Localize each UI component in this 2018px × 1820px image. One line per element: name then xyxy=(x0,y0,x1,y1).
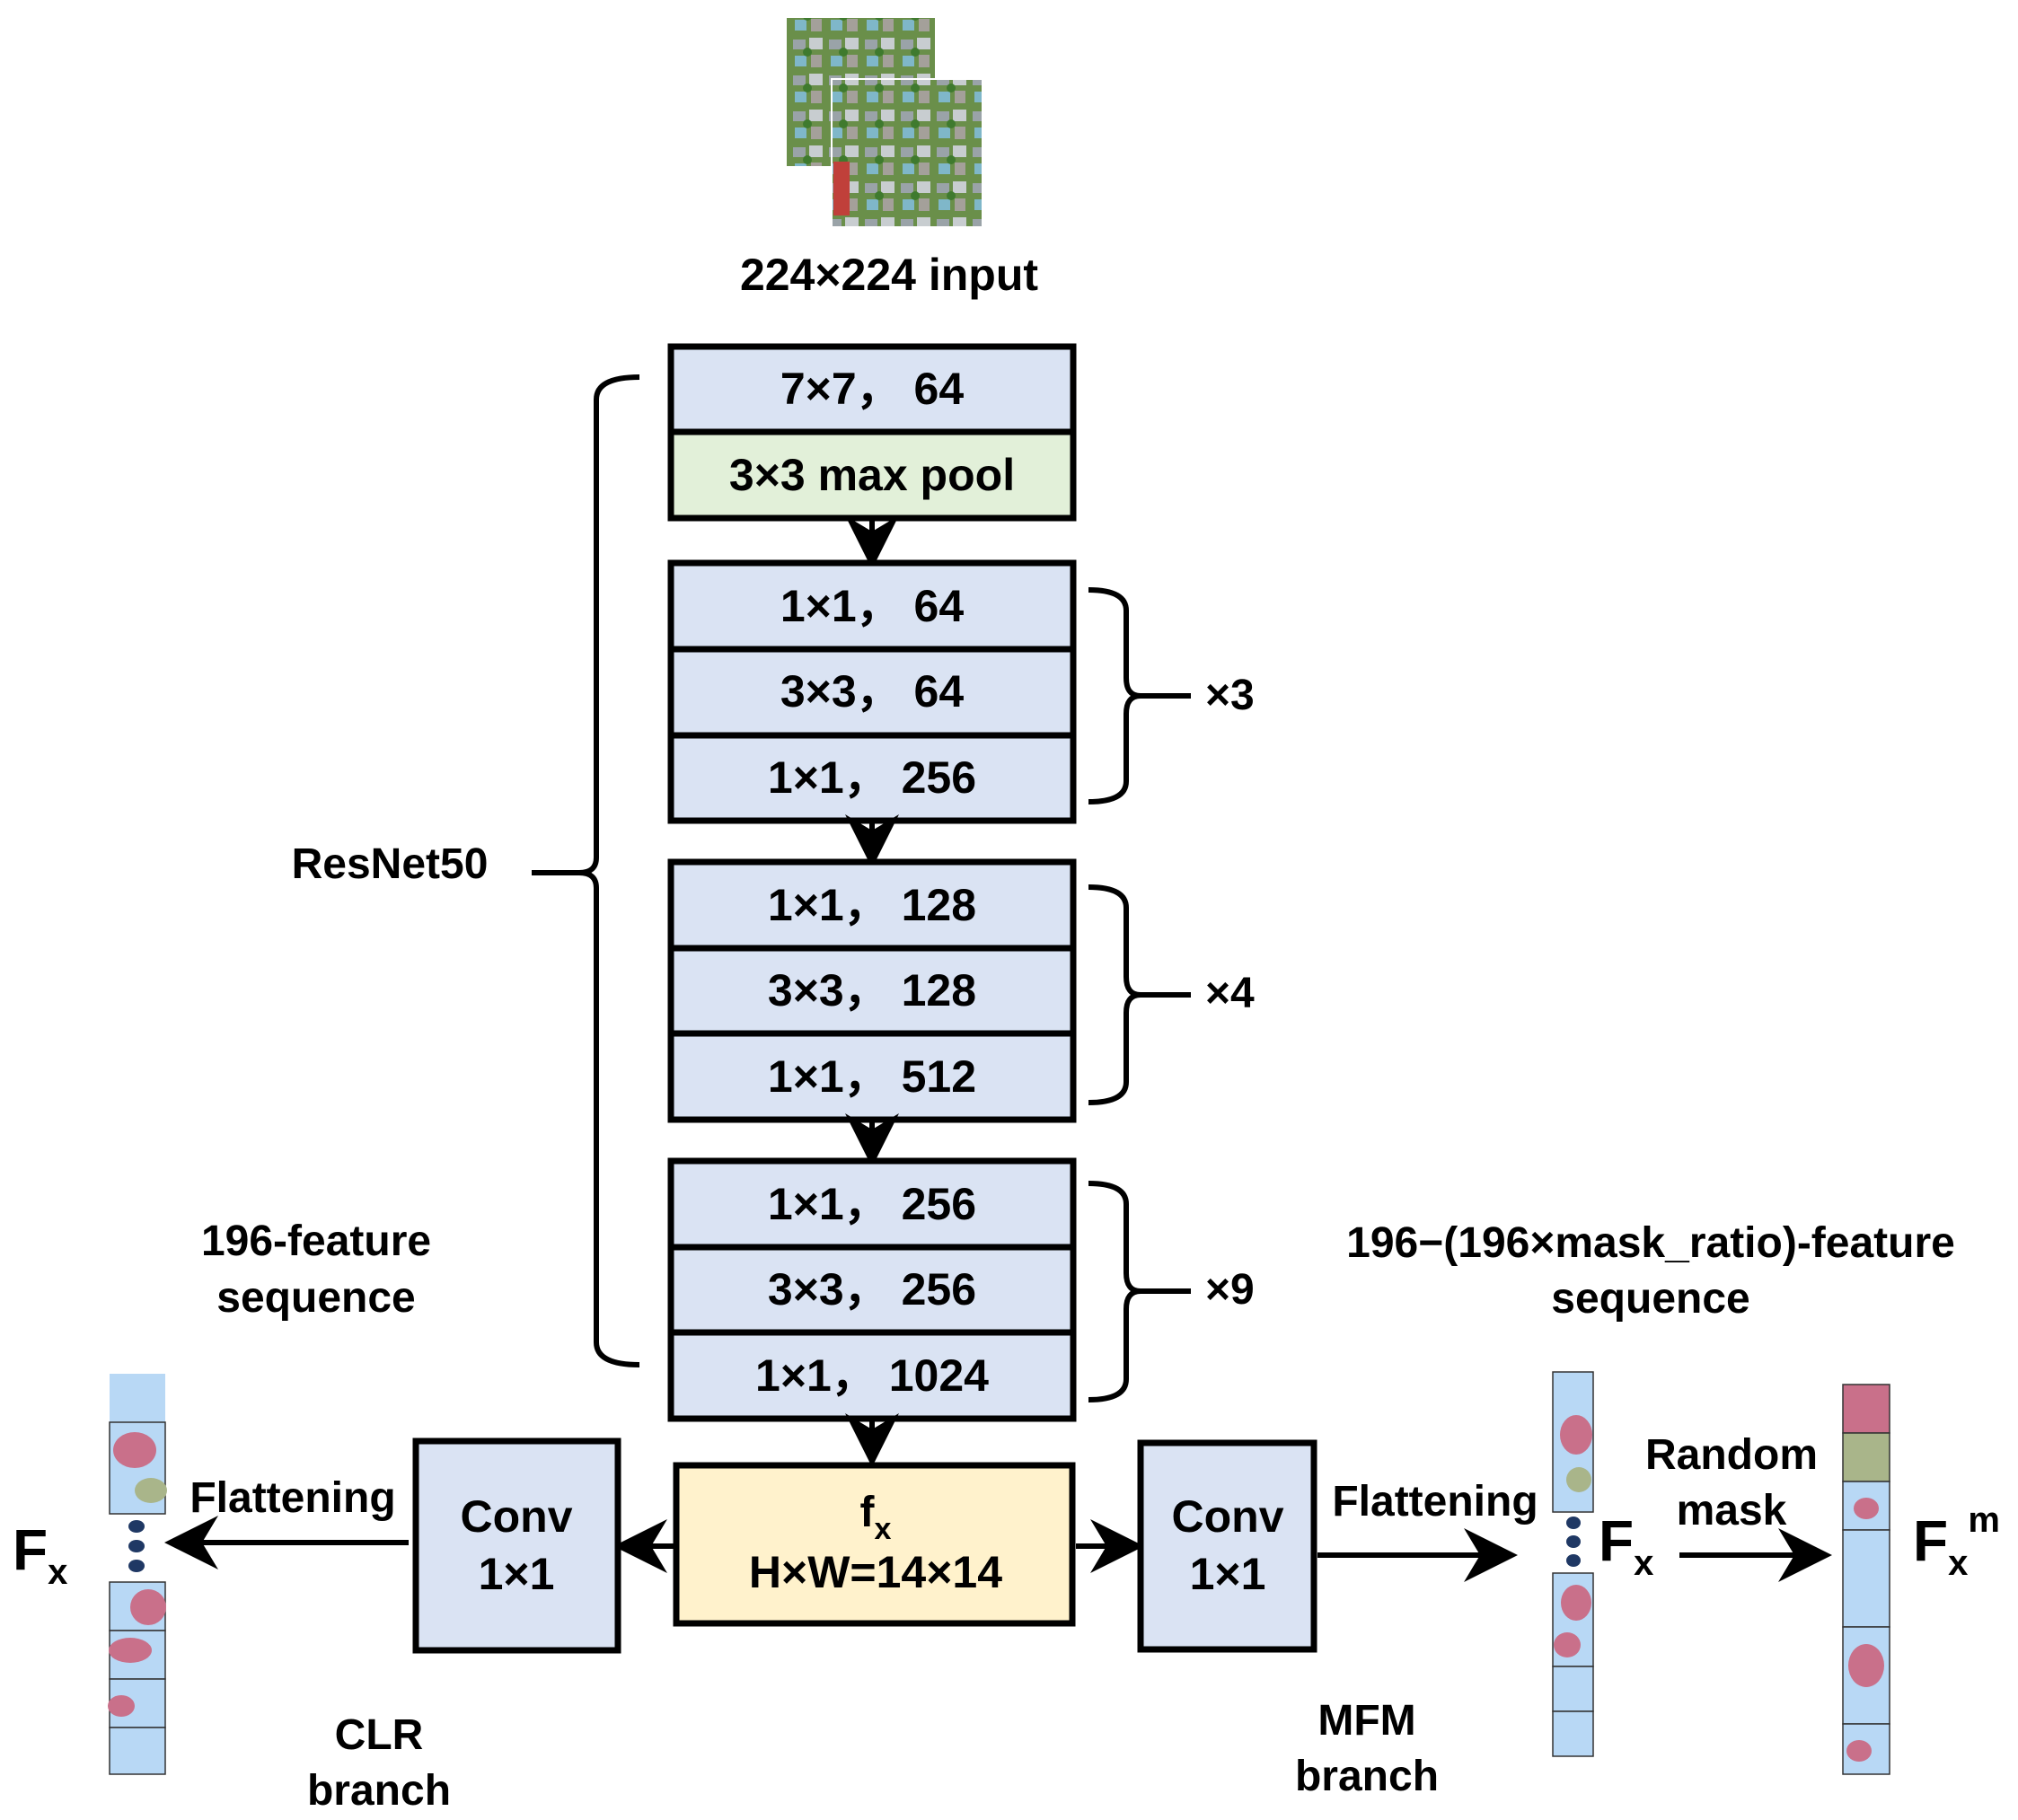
ellipsis-dots-icon xyxy=(1566,1517,1581,1567)
curly-brace-icon xyxy=(1088,1181,1141,1402)
stage-2-layer-3-label: 1×1， 512 xyxy=(768,1051,976,1102)
stage-1-layer-2-label: 3×3， 64 xyxy=(780,666,965,717)
stage-3-layer-2-label: 3×3， 256 xyxy=(768,1264,976,1314)
clr-sequence-line1: 196-feature xyxy=(201,1218,431,1265)
clr-token-column xyxy=(108,1374,167,1775)
input-image xyxy=(787,18,983,228)
stage-2-layer-3 xyxy=(667,1030,1077,1123)
clr-conv-block: Conv 1×1 xyxy=(412,1438,621,1654)
stage-3-layer-2 xyxy=(667,1244,1077,1336)
clr-output-symbol: Fx xyxy=(13,1517,67,1592)
mfm-branch-line1: MFM xyxy=(1317,1697,1415,1745)
stage-2-repeat: ×4 xyxy=(1205,970,1255,1017)
aerial-red-roof xyxy=(833,162,850,215)
token-patch xyxy=(1560,1415,1592,1455)
token-patch xyxy=(1566,1467,1591,1492)
feature-map-symbol: fx xyxy=(860,1489,892,1546)
stage-3-repeat: ×9 xyxy=(1205,1266,1255,1314)
stage-1-layer-1 xyxy=(667,559,1077,653)
token-patch xyxy=(109,1638,152,1663)
mfm-branch-line2: branch xyxy=(1295,1753,1439,1800)
feature-map-size: H×W=14×14 xyxy=(749,1547,1002,1597)
token xyxy=(1842,1432,1890,1482)
token xyxy=(1842,1384,1890,1434)
stage-3-layer-1-label: 1×1， 256 xyxy=(768,1179,976,1229)
masked-output-symbol: Fxm xyxy=(1913,1500,2000,1583)
max-pool-layer xyxy=(667,428,1077,522)
mfm-conv-line2: 1×1 xyxy=(1190,1549,1266,1599)
mfm-conv-line1: Conv xyxy=(1172,1491,1284,1542)
stage-2-layer-1 xyxy=(667,858,1077,952)
token xyxy=(1552,1710,1594,1757)
token-patch xyxy=(1848,1644,1884,1687)
token-patch xyxy=(1554,1632,1581,1657)
stage-3: 1×1， 256 3×3， 256 1×1， 1024 ×9 xyxy=(667,1157,1255,1422)
token xyxy=(1842,1529,1890,1628)
clr-conv-line2: 1×1 xyxy=(479,1549,555,1599)
stage-2: 1×1， 128 3×3， 128 1×1， 512 ×4 xyxy=(667,858,1255,1123)
stage-1-layer-3-label: 1×1， 256 xyxy=(768,752,976,803)
stem-conv-layer xyxy=(667,343,1077,435)
mask-line2: mask xyxy=(1677,1487,1787,1534)
token-patch xyxy=(1854,1498,1879,1519)
curly-brace-icon xyxy=(1088,884,1141,1105)
feature-map xyxy=(673,1462,1076,1627)
stem-conv-label: 7×7， 64 xyxy=(780,364,965,414)
backbone-label: ResNet50 xyxy=(292,840,489,888)
token-patch xyxy=(1846,1740,1872,1762)
stage-2-layer-2 xyxy=(667,945,1077,1037)
ellipsis-dots-icon xyxy=(128,1520,145,1572)
clr-conv xyxy=(412,1438,621,1654)
mfm-sequence-line1: 196−(196×mask_ratio)-feature xyxy=(1346,1219,1955,1267)
curly-brace-icon xyxy=(578,374,640,1367)
stage-1-layer-3 xyxy=(667,732,1077,824)
input-label: 224×224 input xyxy=(740,250,1038,300)
mfm-conv xyxy=(1137,1439,1317,1653)
masked-token-column xyxy=(1842,1384,1890,1775)
mfm-token-column xyxy=(1552,1371,1594,1757)
mfm-output-symbol: Fx xyxy=(1599,1508,1653,1583)
token-patch xyxy=(130,1589,166,1625)
clr-branch-line1: CLR xyxy=(335,1711,424,1759)
clr-flatten-label: Flattening xyxy=(189,1474,395,1522)
mfm-conv-block: Conv 1×1 xyxy=(1137,1439,1317,1653)
clr-branch-line2: branch xyxy=(307,1767,451,1815)
stage-2-layer-2-label: 3×3， 128 xyxy=(768,965,976,1016)
mfm-sequence-line2: sequence xyxy=(1551,1275,1749,1323)
stage-3-layer-3-label: 1×1， 1024 xyxy=(755,1350,989,1401)
token xyxy=(109,1727,166,1775)
stage-1-repeat: ×3 xyxy=(1205,672,1255,719)
token xyxy=(110,1374,165,1422)
max-pool-label: 3×3 max pool xyxy=(729,450,1015,500)
stage-2-layer-1-label: 1×1， 128 xyxy=(768,880,976,930)
token-patch xyxy=(113,1432,156,1468)
stage-1-layer-1-label: 1×1， 64 xyxy=(780,581,965,631)
clr-sequence-line2: sequence xyxy=(216,1274,415,1322)
token-patch xyxy=(1561,1585,1591,1621)
token-patch xyxy=(108,1695,135,1717)
token xyxy=(1552,1666,1594,1712)
curly-brace-icon xyxy=(1088,587,1141,804)
token-patch xyxy=(135,1478,167,1503)
mfm-flatten-label: Flattening xyxy=(1332,1478,1538,1525)
stage-1: 1×1， 64 3×3， 64 1×1， 256 ×3 xyxy=(667,559,1255,824)
aerial-image-icon xyxy=(831,78,983,228)
feature-map-block: fx H×W=14×14 xyxy=(673,1462,1076,1627)
stem-block: 7×7， 64 3×3 max pool xyxy=(667,343,1077,522)
clr-conv-line1: Conv xyxy=(461,1491,573,1542)
mask-line1: Random xyxy=(1645,1431,1818,1479)
